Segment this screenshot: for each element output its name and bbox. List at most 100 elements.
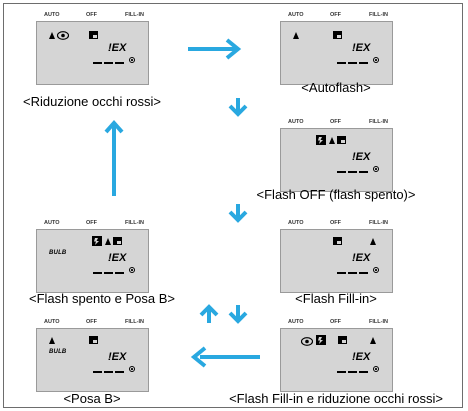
label-off: OFF	[330, 319, 341, 325]
exposure-dial-icon	[129, 267, 135, 273]
lcd-header: AUTO OFF FILL-IN	[280, 119, 393, 127]
label-fill: FILL-IN	[125, 319, 144, 325]
dash	[348, 272, 357, 274]
exposure-dial-icon	[129, 366, 135, 372]
exposure-label: !EX	[108, 252, 127, 264]
arrow-right	[188, 38, 242, 60]
dash	[115, 272, 124, 274]
dash	[359, 371, 368, 373]
dash	[337, 272, 346, 274]
triangle-icon	[370, 337, 376, 344]
arrow-down	[228, 98, 248, 117]
dash	[348, 171, 357, 173]
lcd-header: AUTO OFF FILL-IN	[280, 220, 393, 228]
dash	[104, 62, 113, 64]
bulb-label: BULB	[49, 250, 67, 256]
lcd-header: AUTO OFF FILL-IN	[280, 319, 393, 327]
exposure-label: !EX	[352, 252, 371, 264]
exposure-dial-icon	[373, 366, 379, 372]
lcd-display: !EX	[280, 229, 393, 293]
label-off: OFF	[86, 12, 97, 18]
dash	[337, 371, 346, 373]
lcd-display: !EX	[280, 328, 393, 392]
label-fill: FILL-IN	[369, 12, 388, 18]
lcd-header: AUTO OFF FILL-IN	[36, 220, 149, 228]
dash	[359, 272, 368, 274]
exposure-label: !EX	[352, 151, 371, 163]
lcd-header: AUTO OFF FILL-IN	[36, 12, 149, 20]
battery-icon	[338, 336, 347, 344]
lcd-header: AUTO OFF FILL-IN	[280, 12, 393, 20]
exposure-label: !EX	[108, 42, 127, 54]
caption-autoflash: <Autoflash>	[301, 80, 371, 95]
label-fill: FILL-IN	[369, 220, 388, 226]
dash	[104, 272, 113, 274]
triangle-icon	[49, 337, 55, 344]
dash	[359, 171, 368, 173]
exposure-label: !EX	[352, 42, 371, 54]
bulb-label: BULB	[49, 349, 67, 355]
label-fill: FILL-IN	[125, 12, 144, 18]
triangle-icon	[370, 238, 376, 245]
label-fill: FILL-IN	[125, 220, 144, 226]
label-off: OFF	[330, 220, 341, 226]
flash-off-icon	[316, 135, 326, 145]
label-auto: AUTO	[288, 12, 304, 18]
flash-off-icon	[92, 236, 102, 246]
dash	[348, 371, 357, 373]
triangle-icon	[105, 238, 111, 245]
battery-icon	[333, 31, 342, 39]
exposure-dial-icon	[373, 267, 379, 273]
arrow-up	[199, 304, 219, 323]
label-auto: AUTO	[288, 220, 304, 226]
label-auto: AUTO	[44, 220, 60, 226]
caption-flash-off-bulb: <Flash spento e Posa B>	[29, 291, 175, 306]
dash	[115, 371, 124, 373]
label-auto: AUTO	[288, 319, 304, 325]
exposure-dial-icon	[129, 57, 135, 63]
lcd-display: !EX	[36, 21, 149, 85]
caption-red-eye: <Riduzione occhi rossi>	[22, 94, 162, 109]
label-auto: AUTO	[44, 319, 60, 325]
dash	[104, 371, 113, 373]
exposure-dial-icon	[373, 57, 379, 63]
dash	[93, 272, 102, 274]
exposure-label: !EX	[352, 351, 371, 363]
triangle-icon	[329, 137, 335, 144]
battery-icon	[113, 237, 122, 245]
dash	[359, 62, 368, 64]
caption-fill-in: <Flash Fill-in>	[295, 291, 377, 306]
exposure-dial-icon	[373, 166, 379, 172]
arrow-left	[190, 346, 260, 368]
dash	[93, 62, 102, 64]
lcd-header: AUTO OFF FILL-IN	[36, 319, 149, 327]
dash	[93, 371, 102, 373]
caption-fill-red-eye: <Flash Fill-in e riduzione occhi rossi>	[229, 391, 443, 406]
arrow-down	[228, 204, 248, 223]
label-fill: FILL-IN	[369, 319, 388, 325]
lcd-display: !EX	[280, 21, 393, 85]
label-auto: AUTO	[44, 12, 60, 18]
battery-icon	[89, 31, 98, 39]
arrow-down	[228, 305, 248, 324]
label-off: OFF	[86, 319, 97, 325]
battery-icon	[337, 136, 346, 144]
arrow-up-long	[104, 119, 124, 196]
triangle-icon	[293, 32, 299, 39]
eye-icon	[57, 31, 69, 40]
label-auto: AUTO	[288, 119, 304, 125]
dash	[348, 62, 357, 64]
battery-icon	[89, 336, 98, 344]
caption-flash-off: <Flash OFF (flash spento)>	[256, 187, 416, 202]
label-fill: FILL-IN	[369, 119, 388, 125]
lcd-display: BULB !EX	[36, 328, 149, 392]
dash	[337, 62, 346, 64]
dash	[115, 62, 124, 64]
label-off: OFF	[330, 12, 341, 18]
flash-off-icon	[316, 335, 326, 345]
caption-bulb: <Posa B>	[63, 391, 121, 406]
lcd-display: !EX	[280, 128, 393, 192]
lcd-display: BULB !EX	[36, 229, 149, 293]
label-off: OFF	[86, 220, 97, 226]
battery-icon	[333, 237, 342, 245]
